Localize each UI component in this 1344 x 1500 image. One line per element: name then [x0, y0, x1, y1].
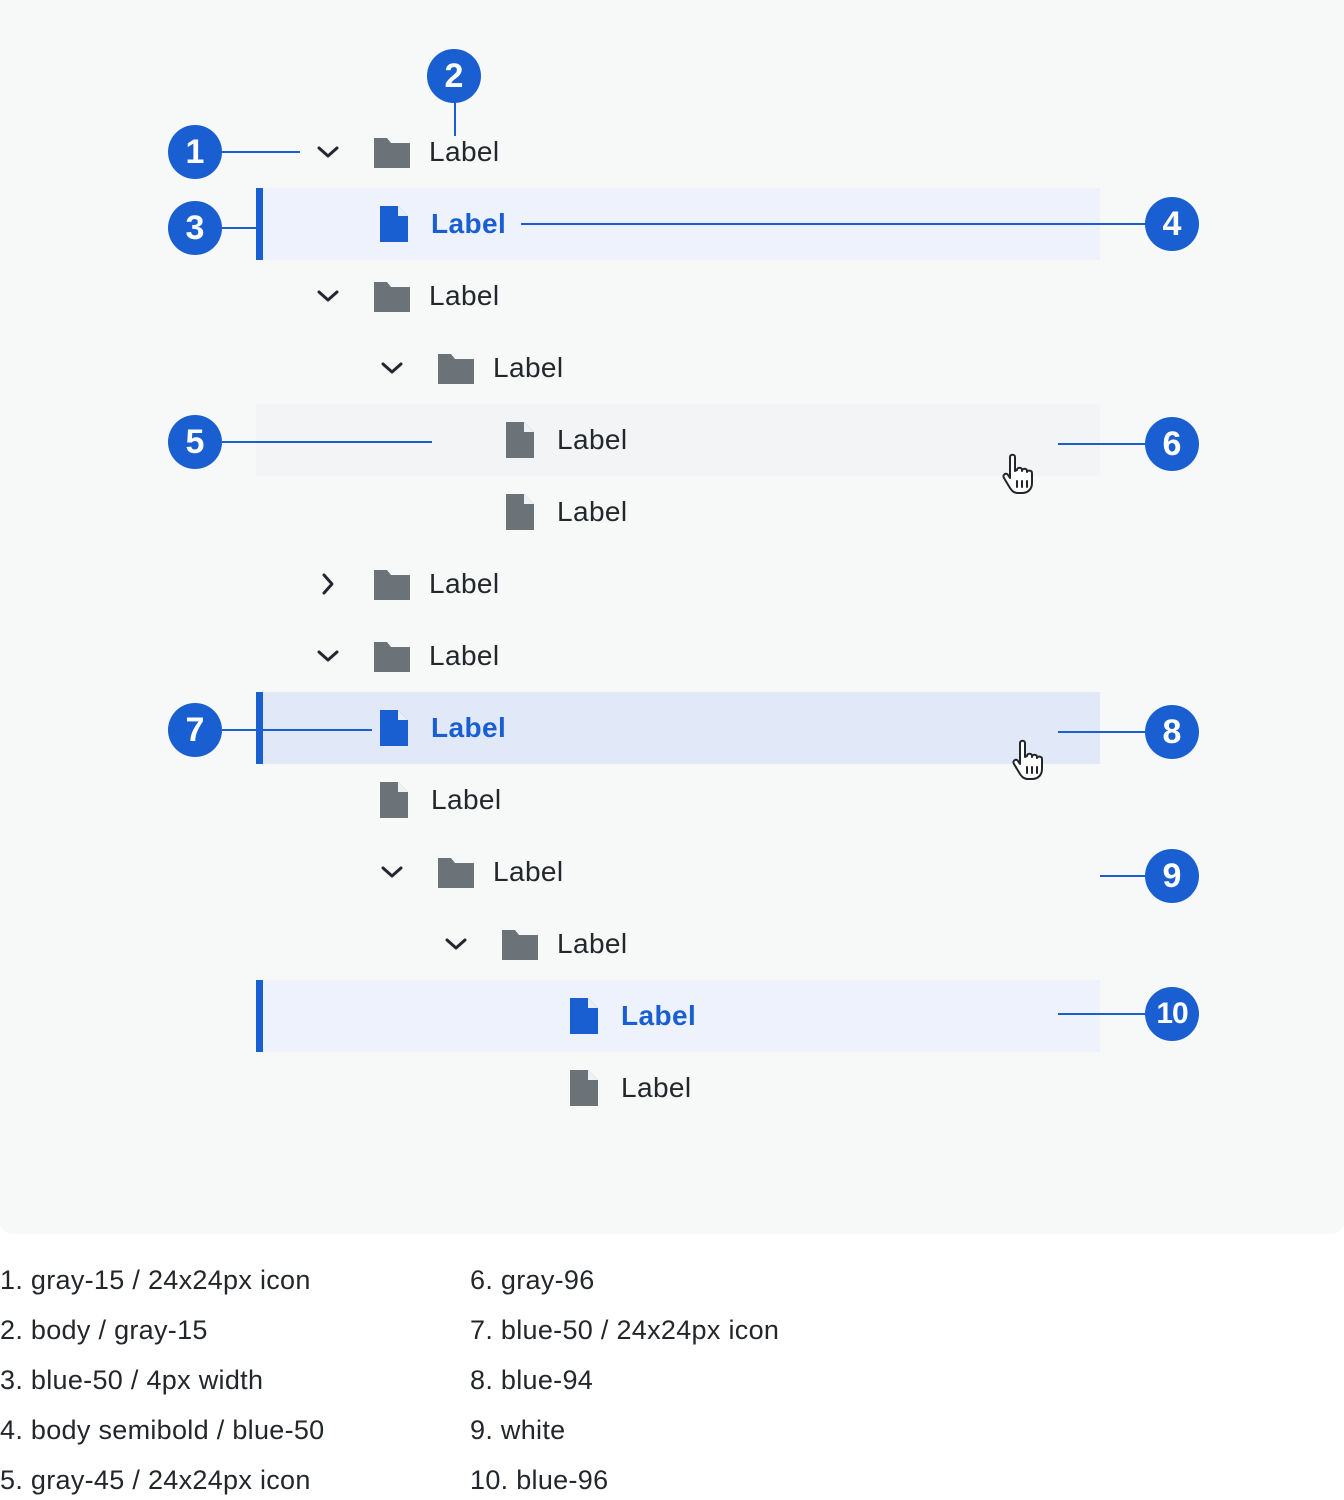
tree-row[interactable]: Label	[256, 332, 1100, 404]
legend-item: 8. blue-94	[470, 1365, 594, 1395]
legend-item: 5. gray-45 / 24x24px icon	[0, 1465, 311, 1495]
callout-2: 2	[427, 49, 481, 103]
hand-pointer-icon	[1010, 739, 1050, 783]
callout-line	[1058, 1013, 1148, 1015]
legend-item: 6. gray-96	[470, 1265, 595, 1295]
tree-row-label: Label	[429, 136, 500, 167]
tree-row[interactable]: Label	[256, 404, 1100, 476]
file-icon	[374, 708, 414, 748]
folder-icon	[500, 924, 540, 964]
callout-line	[222, 151, 300, 153]
chevron-down-icon[interactable]	[316, 140, 340, 164]
chevron-down-icon[interactable]	[380, 356, 404, 380]
tree-row[interactable]: Label	[256, 620, 1100, 692]
callout-1: 1	[168, 125, 222, 179]
chevron-down-icon[interactable]	[316, 644, 340, 668]
tree-row-label: Label	[493, 856, 564, 887]
callout-4: 4	[1145, 197, 1199, 251]
legend-item: 9. white	[470, 1415, 566, 1445]
tree-row[interactable]: Label	[256, 764, 1100, 836]
callout-line	[1100, 875, 1148, 877]
callout-8: 8	[1145, 705, 1199, 759]
callout-line	[222, 227, 258, 229]
selection-indicator-bar	[256, 188, 263, 260]
tree-row[interactable]: Label	[256, 1052, 1100, 1124]
folder-icon	[372, 132, 412, 172]
tree-row-label: Label	[431, 784, 502, 815]
tree-row[interactable]: Label	[256, 908, 1100, 980]
file-icon	[500, 420, 540, 460]
callout-line	[222, 729, 372, 731]
callout-7: 7	[168, 703, 222, 757]
tree-row[interactable]: Label	[256, 836, 1100, 908]
chevron-right-icon[interactable]	[316, 572, 340, 596]
file-icon	[500, 492, 540, 532]
folder-icon	[372, 276, 412, 316]
tree-row-label: Label	[429, 280, 500, 311]
tree-row[interactable]: Label	[256, 692, 1100, 764]
selection-indicator-bar	[256, 980, 263, 1052]
file-icon	[564, 996, 604, 1036]
tree-row[interactable]: Label	[256, 116, 1100, 188]
tree-row-label: Label	[431, 712, 507, 743]
tree-row-label: Label	[429, 640, 500, 671]
tree-row-label: Label	[621, 1000, 697, 1031]
callout-line	[454, 102, 456, 136]
callout-line	[521, 223, 1147, 225]
callout-line	[1058, 731, 1148, 733]
tree-row-label: Label	[431, 208, 507, 239]
callout-line	[222, 441, 432, 443]
legend-item: 7. blue-50 / 24x24px icon	[470, 1315, 780, 1345]
file-icon	[374, 780, 414, 820]
tree-row[interactable]: Label	[256, 260, 1100, 332]
chevron-down-icon[interactable]	[380, 860, 404, 884]
tree-row[interactable]: Label	[256, 476, 1100, 548]
legend-item: 2. body / gray-15	[0, 1315, 208, 1345]
folder-icon	[372, 564, 412, 604]
callout-line	[1058, 443, 1148, 445]
callout-5: 5	[168, 415, 222, 469]
tree-row[interactable]: Label	[256, 548, 1100, 620]
tree-row-label: Label	[557, 496, 628, 527]
callout-10: 10	[1145, 987, 1199, 1041]
legend-item: 3. blue-50 / 4px width	[0, 1365, 264, 1395]
legend-item: 1. gray-15 / 24x24px icon	[0, 1265, 311, 1295]
legend-item: 10. blue-96	[470, 1465, 609, 1495]
tree-row[interactable]: Label	[256, 188, 1100, 260]
tree-row-label: Label	[493, 352, 564, 383]
folder-icon	[372, 636, 412, 676]
file-icon	[374, 204, 414, 244]
callout-9: 9	[1145, 849, 1199, 903]
chevron-down-icon[interactable]	[316, 284, 340, 308]
file-icon	[564, 1068, 604, 1108]
tree-row-label: Label	[621, 1072, 692, 1103]
callout-3: 3	[168, 201, 222, 255]
callout-6: 6	[1145, 417, 1199, 471]
folder-icon	[436, 348, 476, 388]
selection-indicator-bar	[256, 692, 263, 764]
tree-row-label: Label	[557, 928, 628, 959]
tree-row-label: Label	[429, 568, 500, 599]
tree-row[interactable]: Label	[256, 980, 1100, 1052]
hand-pointer-icon	[1000, 453, 1040, 497]
legend-item: 4. body semibold / blue-50	[0, 1415, 325, 1445]
folder-icon	[436, 852, 476, 892]
chevron-down-icon[interactable]	[444, 932, 468, 956]
tree-row-label: Label	[557, 424, 628, 455]
